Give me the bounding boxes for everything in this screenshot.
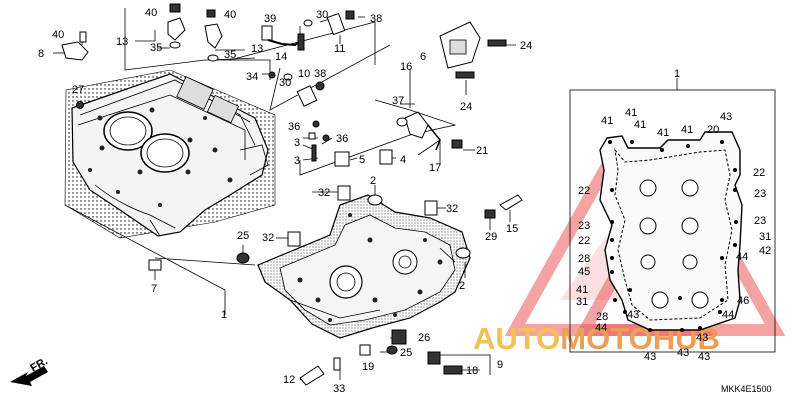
callout-41: 41: [601, 115, 613, 127]
callout-36: 36: [336, 133, 348, 145]
callout-27: 27: [72, 84, 84, 96]
callout-42: 42: [759, 245, 771, 257]
gasket-outline: [599, 131, 743, 331]
callout-31: 31: [759, 231, 771, 243]
callout-43: 43: [720, 111, 732, 123]
callout-41: 41: [625, 107, 637, 119]
callout-45: 45: [578, 266, 590, 278]
callout-43: 43: [696, 332, 708, 344]
callout-3: 3: [294, 155, 300, 167]
callout-41: 41: [657, 127, 669, 139]
callout-4: 4: [400, 154, 406, 166]
callout-28: 28: [596, 311, 608, 323]
callout-35: 35: [224, 49, 236, 61]
callout-8: 8: [38, 48, 44, 60]
callout-24: 24: [520, 40, 532, 52]
callout-15: 15: [506, 223, 518, 235]
callout-43: 43: [627, 309, 639, 321]
callout-25: 25: [237, 230, 249, 242]
callout-34: 34: [246, 71, 258, 83]
callout-33: 33: [333, 383, 345, 395]
callout-2: 2: [459, 280, 465, 292]
callout-31: 31: [576, 296, 588, 308]
callout-37: 37: [392, 95, 404, 107]
callout-44: 44: [595, 322, 607, 334]
callout-26: 26: [418, 332, 430, 344]
callout-38: 38: [314, 68, 326, 80]
cylinder-bore-2: [140, 133, 190, 173]
callout-18: 18: [466, 365, 478, 377]
callout-32: 32: [446, 203, 458, 215]
watermark-text-moto: MOTO: [560, 321, 652, 356]
callout-44: 44: [722, 309, 734, 321]
clamp-part-8: [61, 41, 89, 61]
callout-36: 36: [288, 121, 300, 133]
callout-40: 40: [145, 7, 157, 19]
callout-43: 43: [677, 347, 689, 359]
callout-23: 23: [754, 215, 766, 227]
callout-21: 21: [476, 145, 488, 157]
watermark-text-auto: AUTO: [473, 321, 560, 356]
callout-41: 41: [681, 124, 693, 136]
callout-5: 5: [359, 154, 365, 166]
callout-1: 1: [221, 309, 227, 321]
callout-19: 19: [362, 361, 374, 373]
callout-20: 20: [707, 124, 719, 136]
callout-43: 43: [644, 351, 656, 363]
callout-10: 10: [298, 68, 310, 80]
callout-43: 43: [698, 351, 710, 363]
callout-14: 14: [275, 51, 287, 63]
callout-41: 41: [576, 284, 588, 296]
callout-6: 6: [420, 51, 426, 63]
callout-12: 12: [283, 374, 295, 386]
lower-crankcase-group: [257, 194, 471, 339]
gasket-frame: [569, 89, 776, 353]
callout-13: 13: [251, 43, 263, 55]
front-direction-indicator: FR.: [10, 355, 50, 386]
callout-44: 44: [736, 251, 748, 263]
callout-9: 9: [497, 359, 503, 371]
callout-41: 41: [634, 119, 646, 131]
callout-25: 25: [400, 347, 412, 359]
part-symbols: [61, 3, 523, 386]
callout-38: 38: [370, 13, 382, 25]
callout-3: 3: [294, 137, 300, 149]
callout-22: 22: [578, 235, 590, 247]
callout-24: 24: [460, 101, 472, 113]
upper-crankcase-group: [64, 69, 276, 239]
callout-13: 13: [116, 36, 128, 48]
callout-16: 16: [400, 61, 412, 73]
callout-22: 22: [753, 167, 765, 179]
callout-17: 17: [429, 162, 441, 174]
callout-29: 29: [485, 231, 497, 243]
callout-40: 40: [52, 29, 64, 41]
callout-23: 23: [754, 188, 766, 200]
callout-32: 32: [262, 232, 274, 244]
callout-2: 2: [370, 175, 376, 187]
callout-7: 7: [151, 283, 157, 295]
case-gasket-group: [569, 89, 776, 353]
callout-30: 30: [316, 9, 328, 21]
callout-40: 40: [224, 9, 236, 21]
callout-numbers: 40 40 40 8 13 35 13 35 39 14 34 30 30 38…: [38, 7, 771, 395]
callout-1: 1: [674, 68, 680, 80]
callout-23: 23: [578, 220, 590, 232]
callout-30: 30: [279, 77, 291, 89]
callout-35: 35: [150, 42, 162, 54]
front-arrow-icon: [10, 366, 48, 386]
callout-11: 11: [334, 43, 345, 55]
diagram-code: MKK4E1500: [721, 384, 772, 394]
callout-22: 22: [578, 185, 590, 197]
callout-32: 32: [318, 187, 330, 199]
callout-39: 39: [264, 13, 276, 25]
cylinder-bore-1: [103, 111, 153, 151]
callout-28: 28: [578, 253, 590, 265]
callout-46: 46: [737, 295, 749, 307]
